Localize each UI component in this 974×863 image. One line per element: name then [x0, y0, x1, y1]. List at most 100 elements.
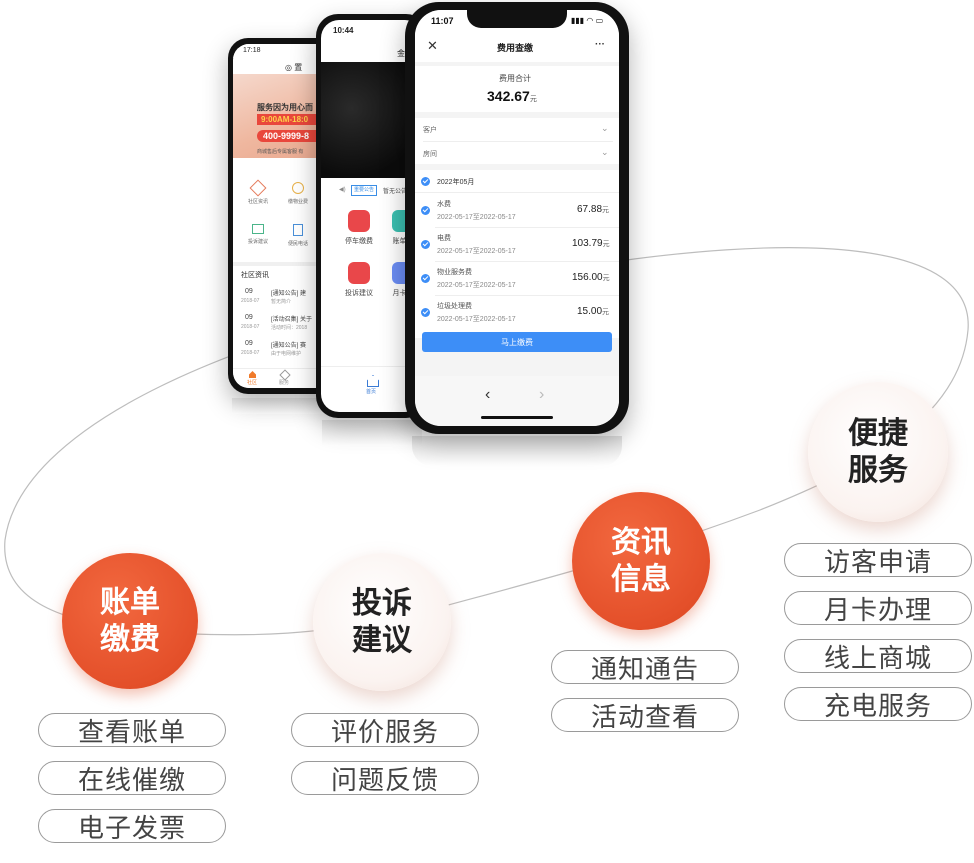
pill-monthly-card[interactable]: 月卡办理 — [784, 591, 972, 625]
node-news-label: 资讯 信息 — [611, 525, 671, 597]
bill-range: 2022-05-17至2022-05-17 — [437, 316, 516, 323]
speaker-icon: ◀) — [339, 187, 346, 193]
icon-property-fee[interactable]: 缴物业费 — [283, 182, 313, 205]
customer-select[interactable]: 客户 ⌄ — [415, 118, 619, 140]
message-icon — [348, 262, 370, 284]
pill-online-mall[interactable]: 线上商城 — [784, 639, 972, 673]
total-panel — [415, 66, 619, 112]
news-title-text: [通知公告] 建 — [271, 291, 307, 297]
bill-row[interactable]: 水费 2022-05-17至2022-05-17 67.88元 — [415, 194, 619, 227]
home-icon — [249, 371, 256, 378]
check-icon — [421, 274, 430, 283]
news-day: 09 — [245, 314, 253, 321]
news-date: 2018-07 — [241, 324, 260, 330]
pill-visitor-request[interactable]: 访客申请 — [784, 543, 972, 577]
check-icon — [421, 240, 430, 249]
news-day: 09 — [245, 288, 253, 295]
news-date: 2018-07 — [241, 350, 260, 356]
icon-community-news[interactable]: 社区资讯 — [243, 179, 273, 205]
bill-row[interactable]: 电费 2022-05-17至2022-05-17 103.79元 — [415, 228, 619, 261]
back-arrow-icon[interactable]: ‹ — [485, 386, 491, 403]
grid-label: 月卡续 — [392, 290, 414, 297]
book-icon — [293, 224, 303, 236]
front-status-time: 11:07 — [431, 16, 454, 26]
bill-amount: 156.00元 — [572, 272, 610, 283]
pill-online-reminder[interactable]: 在线催缴 — [38, 761, 226, 795]
month-label: 2022年05月 — [437, 179, 475, 186]
pill-feedback[interactable]: 问题反馈 — [291, 761, 479, 795]
close-icon[interactable]: ✕ — [427, 38, 438, 53]
location-label[interactable]: ◎ 置 — [285, 63, 303, 72]
bill-amount: 103.79元 — [572, 238, 610, 249]
bill-amount: 15.00元 — [577, 306, 610, 317]
news-item[interactable]: 09 2018-07 [通知公告] 赛 由于电网维护 — [241, 340, 335, 362]
icon-phone-book[interactable]: 便民电话 — [283, 224, 313, 247]
diamond-icon — [249, 179, 267, 197]
total-value: 342.67 — [487, 88, 530, 104]
banner-hours: 9:00AM-18:0 — [261, 115, 309, 124]
bill-name: 物业服务费 — [437, 269, 472, 276]
room-select[interactable]: 房间 ⌄ — [415, 142, 619, 164]
middle-title: 金 — [397, 49, 405, 58]
node-convenience[interactable]: 便捷 服务 — [808, 382, 948, 522]
total-amount: 342.67元 — [487, 88, 537, 106]
banner-phone: 400-9999-8 — [263, 131, 310, 141]
middle-tabbar: 首页 — [321, 366, 423, 412]
grid-label: 投诉建议 — [345, 290, 373, 297]
news-day: 09 — [245, 340, 253, 347]
check-icon — [421, 308, 430, 317]
tab-service[interactable]: 服务 — [279, 380, 290, 386]
news-date: 2018-07 — [241, 298, 260, 304]
node-billing-label: 账单 缴费 — [100, 585, 160, 657]
pill-charging-service[interactable]: 充电服务 — [784, 687, 972, 721]
tab-community[interactable]: 社区 — [247, 380, 258, 386]
news-title: 社区资讯 — [241, 272, 269, 279]
bill-name: 电费 — [437, 235, 451, 242]
pill-e-invoice[interactable]: 电子发票 — [38, 809, 226, 843]
icon-label: 社区资讯 — [247, 199, 268, 205]
icon-label: 投诉建议 — [247, 239, 268, 245]
grid-item-parking[interactable]: 停车缴费 — [339, 210, 379, 246]
pill-view-bill[interactable]: 查看账单 — [38, 713, 226, 747]
bill-row[interactable]: 垃圾处理费 2022-05-17至2022-05-17 15.00元 — [415, 296, 619, 329]
news-item[interactable]: 09 2018-07 [活动召集] 关于 活动时间：2018 — [241, 314, 335, 336]
pill-activities[interactable]: 活动查看 — [551, 698, 739, 732]
pill-notices[interactable]: 通知通告 — [551, 650, 739, 684]
node-complaint[interactable]: 投诉 建议 — [313, 553, 451, 691]
chevron-down-icon: ⌄ — [601, 147, 609, 157]
news-title-text: [通知公告] 赛 — [271, 343, 307, 349]
bill-range: 2022-05-17至2022-05-17 — [437, 282, 516, 289]
bill-list — [415, 170, 619, 338]
middle-status-time: 10:44 — [333, 26, 354, 35]
bill-amount: 67.88元 — [577, 204, 610, 215]
forward-arrow-icon[interactable]: › — [539, 386, 545, 403]
month-row[interactable]: 2022年05月 — [415, 170, 619, 192]
back-tabbar: 社区 服务 — [233, 368, 335, 388]
notice-text[interactable]: 暂无公告 — [383, 189, 408, 195]
middle-phone-reflection — [322, 420, 422, 446]
icon-complaint[interactable]: 投诉建议 — [243, 224, 273, 245]
pill-rate-service[interactable]: 评价服务 — [291, 713, 479, 747]
back-status-time: 17:18 — [243, 47, 261, 54]
grid-item-complaint[interactable]: 投诉建议 — [339, 262, 379, 298]
grid-label: 账单查 — [392, 238, 414, 245]
icon-label: 缴物业费 — [287, 199, 308, 205]
notice-tag: 重要公告 — [351, 185, 378, 196]
home-icon[interactable] — [367, 375, 379, 387]
tab-home[interactable]: 首页 — [366, 389, 377, 395]
car-icon — [348, 210, 370, 232]
news-item[interactable]: 09 2018-07 [通知公告] 建 暂无简介 — [241, 288, 335, 310]
room-label: 房间 — [423, 151, 437, 158]
more-icon[interactable]: ··· — [595, 39, 605, 50]
bill-row[interactable]: 物业服务费 2022-05-17至2022-05-17 156.00元 — [415, 262, 619, 295]
bill-name: 垃圾处理费 — [437, 303, 472, 310]
bill-range: 2022-05-17至2022-05-17 — [437, 214, 516, 221]
news-title-text: [活动召集] 关于 — [271, 317, 313, 323]
grid-label: 停车缴费 — [345, 238, 373, 245]
news-sub: 活动时间：2018 — [271, 325, 308, 331]
pay-now-button[interactable]: 马上缴费 — [422, 332, 612, 352]
node-billing[interactable]: 账单 缴费 — [62, 553, 198, 689]
total-label: 费用合计 — [499, 74, 531, 83]
icon-label: 便民电话 — [287, 241, 308, 247]
node-news[interactable]: 资讯 信息 — [572, 492, 710, 630]
